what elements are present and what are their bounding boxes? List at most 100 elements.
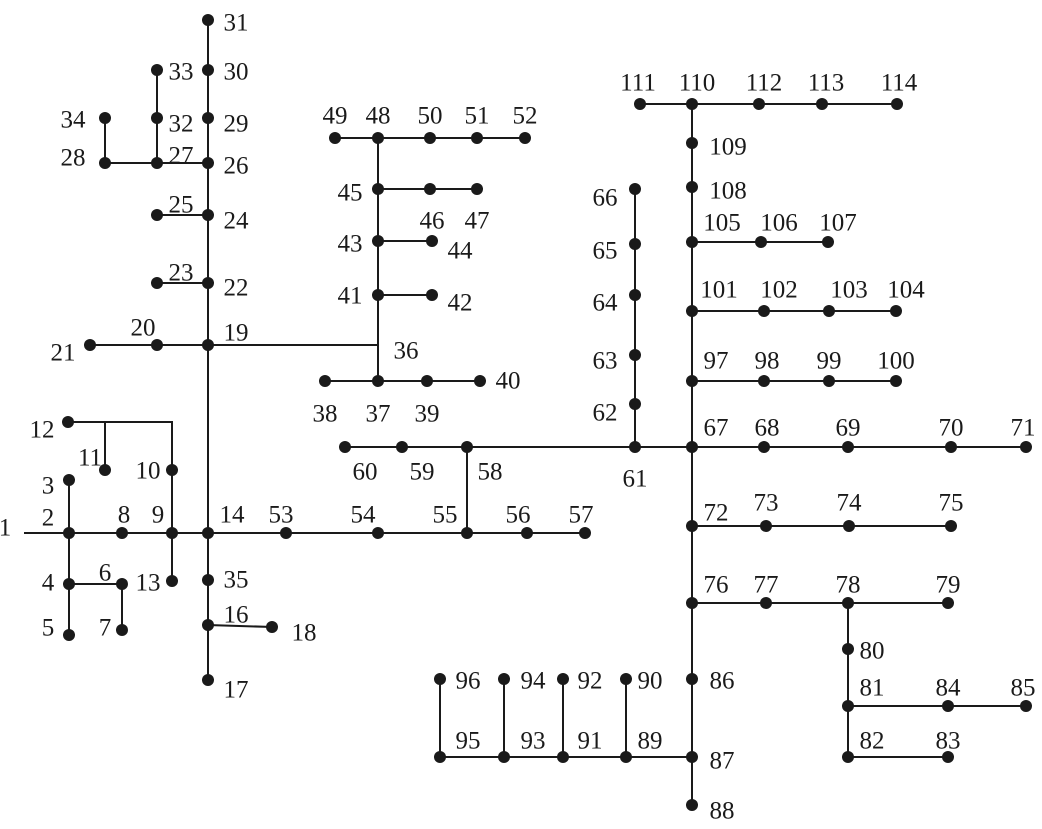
bus-node-4 [63,578,75,590]
bus-node-110 [686,98,698,110]
bus-label-26: 26 [224,153,249,180]
bus-node-14 [202,527,214,539]
bus-label-7: 7 [99,615,112,642]
bus-label-79: 79 [936,572,961,599]
bus-node-68 [758,441,770,453]
bus-node-43 [372,235,384,247]
bus-label-27: 27 [169,143,194,170]
bus-label-16: 16 [224,602,249,629]
bus-label-58: 58 [478,459,503,486]
bus-node-7 [116,624,128,636]
bus-label-111: 111 [620,70,656,97]
bus-label-96: 96 [456,668,481,695]
bus-label-35: 35 [224,567,249,594]
bus-node-114 [891,98,903,110]
bus-node-12 [62,416,74,428]
bus-label-17: 17 [224,677,249,704]
bus-node-86 [686,673,698,685]
bus-label-81: 81 [860,675,885,702]
bus-label-51: 51 [465,103,490,130]
bus-label-55: 55 [433,502,458,529]
bus-label-112: 112 [746,70,783,97]
bus-node-31 [202,14,214,26]
bus-label-78: 78 [836,572,861,599]
bus-label-46: 46 [420,208,445,235]
bus-label-73: 73 [754,490,779,517]
bus-node-35 [202,574,214,586]
bus-label-59: 59 [410,459,435,486]
bus-node-53 [280,527,292,539]
bus-node-9 [166,527,178,539]
bus-node-100 [890,375,902,387]
bus-node-61 [629,441,641,453]
bus-node-85 [1020,700,1032,712]
bus-node-37 [372,375,384,387]
bus-label-76: 76 [704,572,729,599]
bus-node-39 [421,375,433,387]
bus-node-106 [755,236,767,248]
bus-node-48 [372,132,384,144]
bus-label-53: 53 [269,502,294,529]
bus-node-88 [686,799,698,811]
bus-label-62: 62 [593,400,618,427]
bus-node-51 [471,132,483,144]
bus-label-43: 43 [338,231,363,258]
bus-node-19 [202,339,214,351]
bus-label-71: 71 [1011,415,1036,442]
bus-node-97 [686,375,698,387]
bus-node-74 [843,520,855,532]
bus-node-22 [202,277,214,289]
bus-label-95: 95 [456,728,481,755]
bus-label-50: 50 [418,103,443,130]
bus-label-97: 97 [704,348,729,375]
bus-node-96 [434,673,446,685]
bus-label-20: 20 [131,315,156,342]
bus-node-62 [629,398,641,410]
bus-node-93 [498,751,510,763]
bus-node-27 [151,157,163,169]
bus-label-92: 92 [578,668,603,695]
bus-node-34 [99,112,111,124]
bus-node-82 [842,751,854,763]
bus-node-18 [266,621,278,633]
bus-label-30: 30 [224,59,249,86]
bus-node-40 [474,375,486,387]
bus-label-41: 41 [338,283,363,310]
bus-label-82: 82 [860,728,885,755]
bus-label-13: 13 [136,570,161,597]
bus-node-103 [823,305,835,317]
bus-node-72 [686,520,698,532]
bus-label-65: 65 [593,238,618,265]
bus-node-77 [760,597,772,609]
bus-label-105: 105 [703,210,741,237]
bus-label-109: 109 [709,134,747,161]
bus-node-58 [461,441,473,453]
bus-node-57 [579,527,591,539]
bus-label-86: 86 [710,668,735,695]
bus-node-41 [372,289,384,301]
bus-nodes [62,14,1032,811]
bus-node-80 [842,643,854,655]
bus-label-87: 87 [710,748,735,775]
bus-label-39: 39 [415,401,440,428]
bus-label-101: 101 [700,277,738,304]
bus-node-45 [372,183,384,195]
bus-label-88: 88 [710,798,735,825]
bus-label-48: 48 [366,103,391,130]
bus-label-18: 18 [292,620,317,647]
bus-node-94 [498,673,510,685]
bus-node-10 [166,464,178,476]
bus-label-38: 38 [313,401,338,428]
bus-label-104: 104 [887,277,925,304]
bus-node-73 [760,520,772,532]
bus-node-28 [99,157,111,169]
bus-label-93: 93 [521,728,546,755]
bus-label-98: 98 [755,348,780,375]
bus-label-37: 37 [366,401,391,428]
bus-label-47: 47 [465,208,490,235]
bus-label-12: 12 [30,417,55,444]
bus-node-3 [63,474,75,486]
bus-node-17 [202,674,214,686]
bus-node-13 [166,575,178,587]
bus-node-50 [424,132,436,144]
